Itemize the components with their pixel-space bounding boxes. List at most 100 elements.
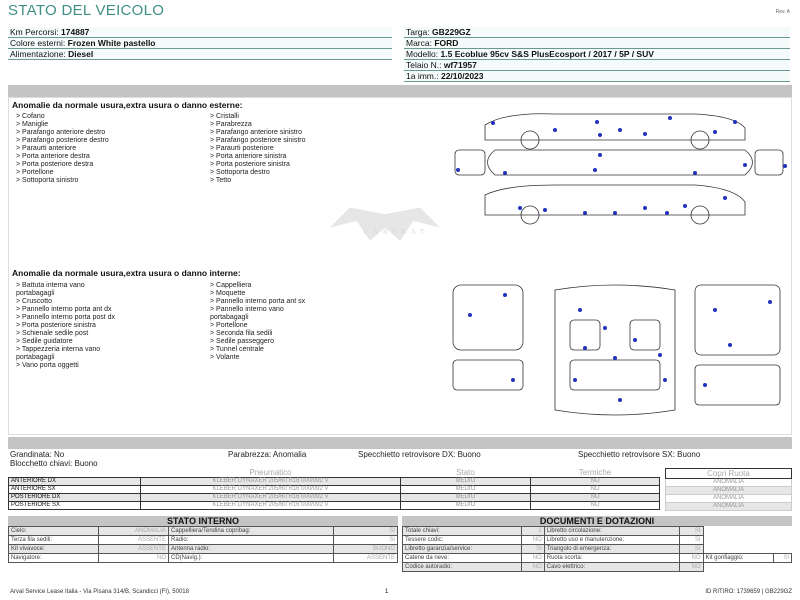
list-item: > Porta anteriore destra xyxy=(16,153,90,160)
item-label: Radio: xyxy=(167,535,334,545)
item-value: NO xyxy=(520,535,545,545)
color-value: Frozen White pastello xyxy=(67,38,156,48)
item-label: Tessere codic: xyxy=(402,535,522,545)
watermark-logo: CARSBAT xyxy=(330,207,440,241)
item-label: Cavo elettrico: xyxy=(543,562,681,572)
car-top-outline xyxy=(487,149,753,176)
plate-value: GB229GZ xyxy=(432,27,471,37)
item-label: CD(Navig.): xyxy=(167,553,334,563)
item-label: Cielo: xyxy=(8,526,99,536)
list-item: > Battuta interna vano xyxy=(16,282,85,289)
list-item: portabagagli xyxy=(210,314,249,321)
fuel-field: Alimentazione: Diesel xyxy=(8,49,392,60)
registration-field: 1a imm.: 22/10/2023 xyxy=(404,71,790,82)
item-value: SI xyxy=(679,535,704,545)
list-item: > Vano porta oggetti xyxy=(16,362,79,369)
plate-label: Targa: xyxy=(406,27,430,37)
item-label: Kit vivavoce: xyxy=(8,544,99,554)
exterior-title: Anomalie da normale usura,extra usura o … xyxy=(12,100,243,110)
item-value: NO xyxy=(520,553,545,563)
model-value: 1.5 Ecoblue 95cv S&S PlusEcosport / 2017… xyxy=(440,49,654,59)
hubcap-row: ANOMALIA xyxy=(665,502,792,511)
list-item: > Portellone xyxy=(210,322,248,329)
pickup-id: ID RITIRO: 1739659 | GB229GZ xyxy=(705,589,792,595)
plate-field: Targa: GB229GZ xyxy=(404,27,790,38)
car-side-right-outline xyxy=(484,113,746,141)
door-panel-outline xyxy=(694,284,781,356)
list-item: > Porta posteriore sinistra xyxy=(16,322,96,329)
page-number: 1 xyxy=(385,589,389,595)
key-lock-status: Blocchetto chiavi: Buono xyxy=(10,459,98,468)
item-label: Totale chiavi: xyxy=(402,526,522,536)
model-field: Modello: 1.5 Ecoblue 95cv S&S PlusEcospo… xyxy=(404,49,790,60)
list-item: portabagagli xyxy=(16,290,55,297)
item-value: 2 xyxy=(520,526,545,536)
km-field: Km Percorsi: 174887 xyxy=(8,27,392,38)
item-value: SI xyxy=(679,544,704,554)
list-item: > Tetto xyxy=(210,177,232,184)
km-value: 174887 xyxy=(61,27,90,37)
kit-label: Kit gonfiaggio: xyxy=(702,553,775,563)
hubcap-status: ANOMALIA xyxy=(665,478,792,487)
item-label: Catene da neve: xyxy=(402,553,522,563)
list-item: > Sottoporta destro xyxy=(210,169,270,176)
right-mirror-status: Specchietto retrovisore DX: Buono xyxy=(358,450,481,459)
tyre-position: ANTERIORE DX xyxy=(8,477,141,486)
model-label: Modello: xyxy=(406,49,439,59)
tyre-model: KLEBER DYNAXER 205/60 R16 000/092 V xyxy=(140,485,401,494)
car-front-outline xyxy=(454,149,486,176)
item-value: SI xyxy=(679,526,704,536)
item-value: NO xyxy=(520,562,545,572)
list-item: portabagagli xyxy=(16,354,55,361)
fuel-value: Diesel xyxy=(68,49,94,59)
list-item: > Volante xyxy=(210,354,240,361)
damage-box xyxy=(8,97,792,435)
item-label: Triangolo di emergenza: xyxy=(543,544,681,554)
car-side-left-outline xyxy=(484,184,746,216)
tyre-winter: NO xyxy=(530,485,660,494)
item-label: Ruota scorta: xyxy=(543,553,681,563)
hubcap-status: ANOMALIA xyxy=(665,502,792,511)
list-item: > Porta posteriore sinistra xyxy=(210,161,290,168)
list-item: > Schienale sedile post xyxy=(16,330,89,337)
list-item: > Moquette xyxy=(210,290,246,297)
list-item: > Parabrezza xyxy=(210,121,252,128)
list-item: > Seconda fila sedili xyxy=(210,330,273,337)
list-item: > Porta posteriore destra xyxy=(16,161,94,168)
item-value: NO xyxy=(97,553,169,563)
list-item: > Pannello interno porta post dx xyxy=(16,314,116,321)
tyre-header: Pneumatico xyxy=(249,468,292,477)
tyre-condition: MEDIO xyxy=(400,501,531,510)
list-item: > Tunnel centrale xyxy=(210,346,264,353)
item-value: SI xyxy=(332,535,399,545)
item-value: BUONO xyxy=(332,544,399,554)
tyre-model: KLEBER DYNAXER 205/60 R16 000/092 V xyxy=(140,477,401,486)
registration-label: 1a imm.: xyxy=(406,71,439,81)
item-value: ASSENTE xyxy=(332,553,399,563)
tyre-winter: NO xyxy=(530,501,660,510)
list-item: > Cofano xyxy=(16,113,45,120)
hubcap-status: ANOMALIA xyxy=(665,494,792,503)
tyre-model: KLEBER DYNAXER 205/60 R16 000/092 V xyxy=(140,501,401,510)
tyre-condition: MEDIO xyxy=(400,485,531,494)
list-item: > Pannello interno porta ant sx xyxy=(210,298,306,305)
item-value: SI xyxy=(520,544,545,554)
list-item: > Cappelliera xyxy=(210,282,252,289)
list-item: > Parafango posteriore sinistro xyxy=(210,137,306,144)
tyre-condition: MEDIO xyxy=(400,493,531,502)
